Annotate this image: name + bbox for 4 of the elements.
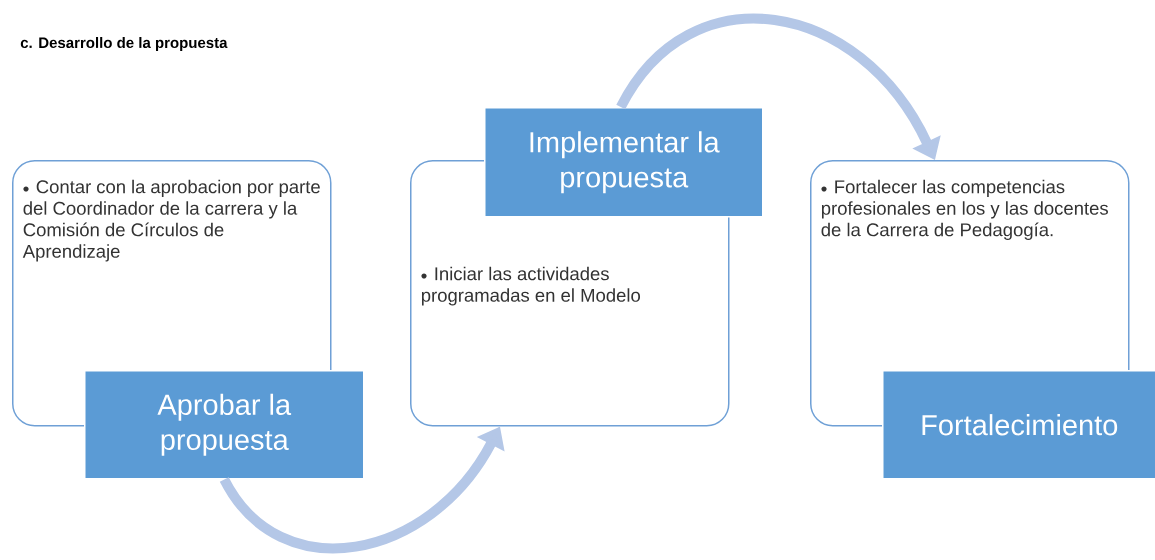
heading: c. Desarrollo de la propuesta (20, 37, 228, 51)
label-box: Aprobar la propuesta (84, 370, 365, 480)
label-box: Fortalecimiento (882, 370, 1155, 480)
label-box: Implementar la propuesta (484, 107, 764, 218)
